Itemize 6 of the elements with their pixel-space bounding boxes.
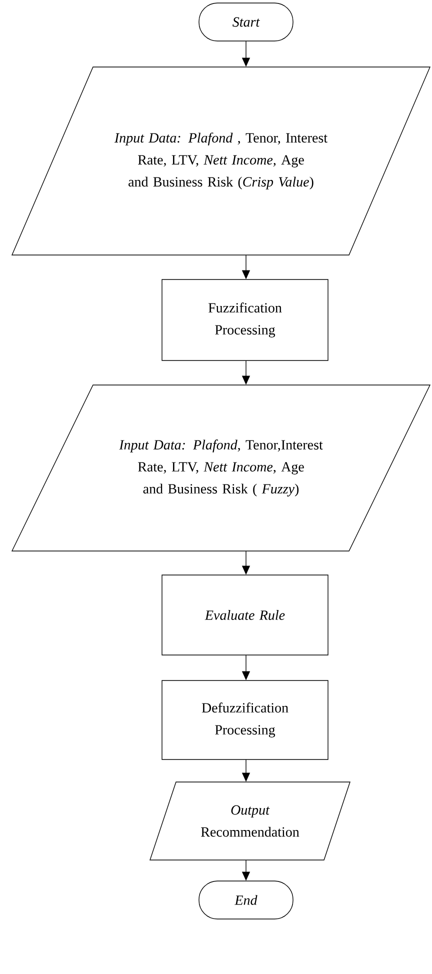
output-parallelogram: Output Recommendation — [150, 782, 350, 860]
start-terminal: Start — [198, 2, 294, 42]
process-box: Evaluate Rule — [162, 574, 328, 656]
process-box: Fuzzification Processing — [162, 279, 328, 361]
end-terminal: End — [198, 880, 294, 920]
process-box: Defuzzification Processing — [162, 680, 328, 760]
